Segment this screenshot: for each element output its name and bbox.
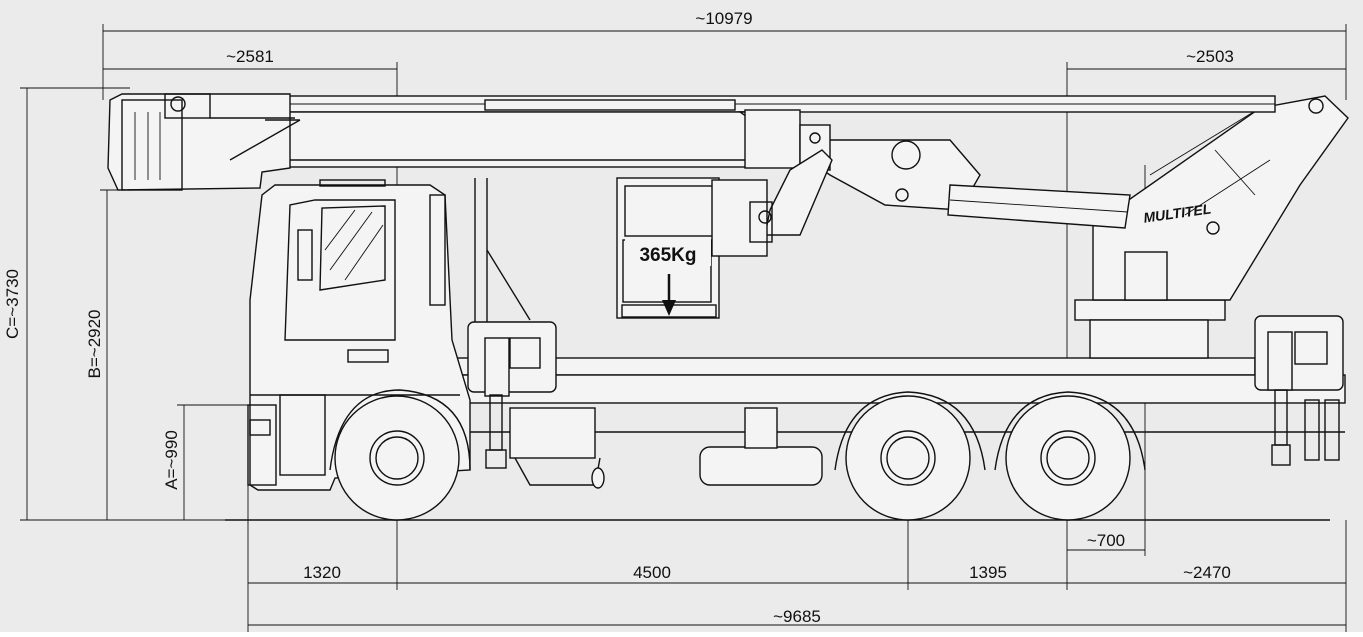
- dim-rear-overhang-bottom: ~2470: [1183, 563, 1231, 582]
- dim-chassis-length: ~9685: [773, 607, 821, 626]
- dim-overall-length: ~10979: [695, 9, 752, 28]
- chassis: [225, 178, 1346, 521]
- wheels: [329, 389, 1146, 521]
- dim-front-overhang: ~2581: [226, 47, 274, 66]
- dim-height-c: C=~3730: [3, 269, 22, 339]
- dim-height-a: A=~990: [162, 430, 181, 490]
- outriggers: [467, 315, 1344, 469]
- dim-offset-700: ~700: [1087, 531, 1125, 550]
- dim-rear-overhang-top: ~2503: [1186, 47, 1234, 66]
- dim-axle-spacing: 1395: [969, 563, 1007, 582]
- dim-wheelbase-front: 1320: [303, 563, 341, 582]
- dim-wheelbase-main: 4500: [633, 563, 671, 582]
- aerial-boom: [107, 93, 1349, 301]
- basket-load-label: 365Kg: [639, 245, 696, 266]
- work-basket: [616, 177, 773, 319]
- dim-height-b: B=~2920: [85, 309, 104, 378]
